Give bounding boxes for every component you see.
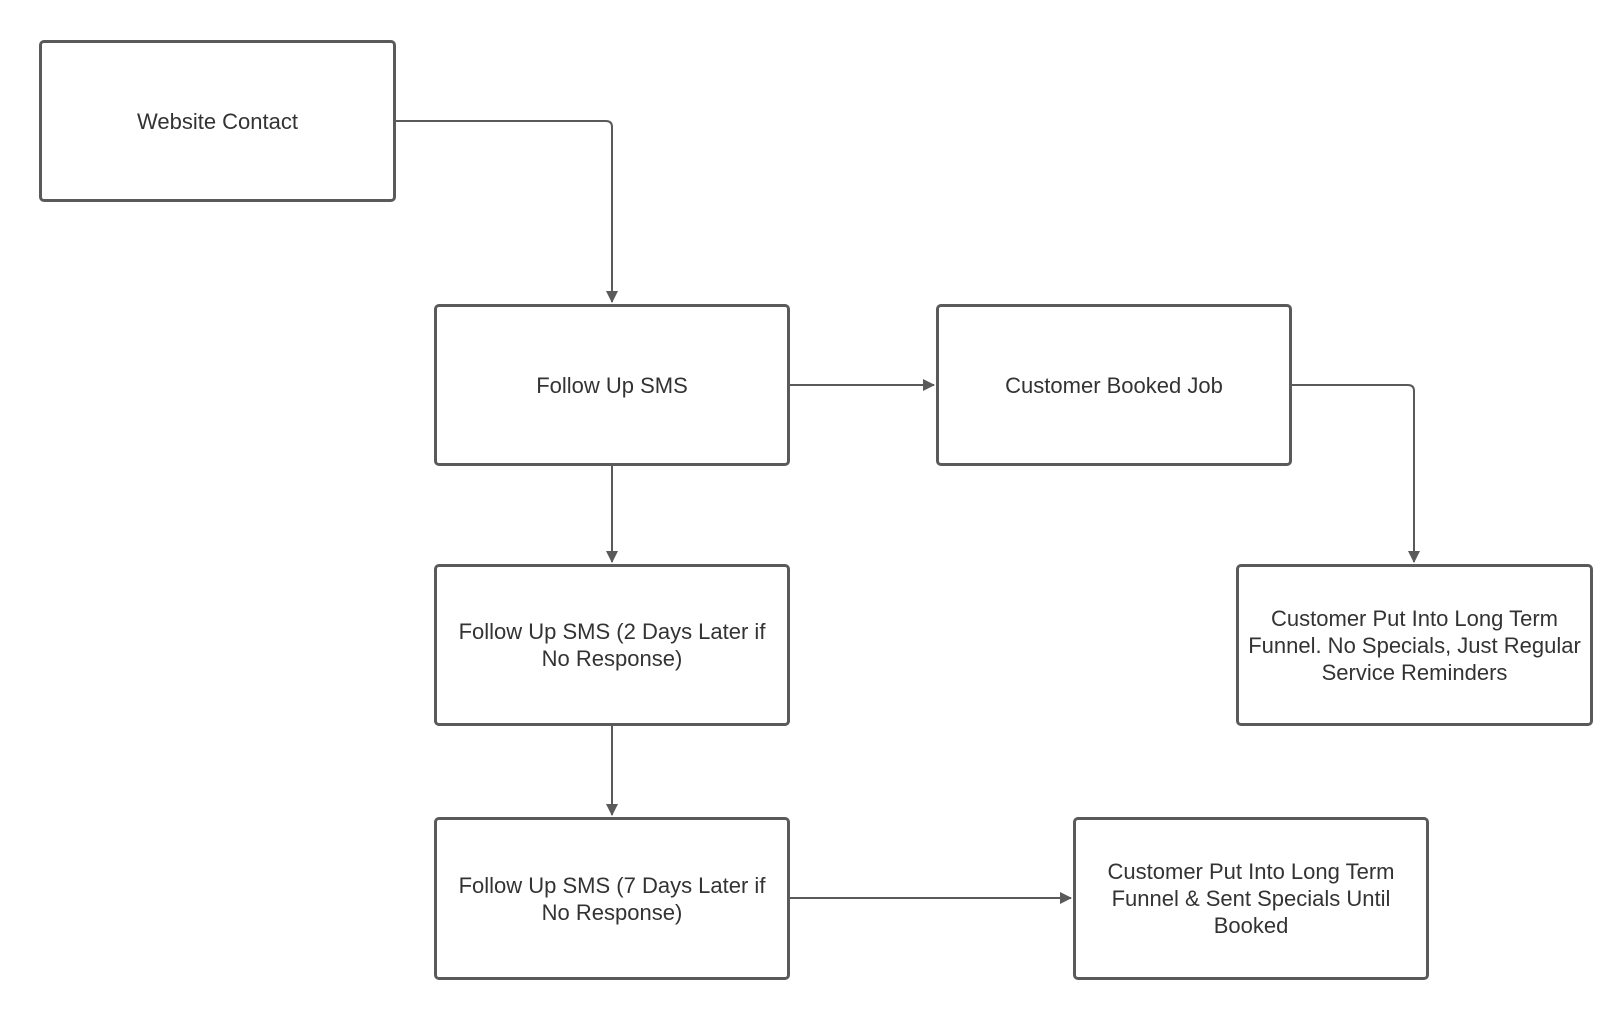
node-long-term-funnel-specials-label: Customer Put Into Long Term Funnel & Sen… (1107, 859, 1395, 938)
edge-customer-booked-job-to-long-term-funnel-reminders (1292, 384, 1420, 563)
node-long-term-funnel-reminders-label: Customer Put Into Long Term Funnel. No S… (1248, 605, 1581, 685)
node-follow-up-sms-7-days-label: Follow Up SMS (7 Days Later if No Respon… (458, 872, 766, 925)
edge-website-contact-to-follow-up-sms (396, 120, 618, 303)
node-follow-up-sms-2-days[interactable]: Follow Up SMS (2 Days Later if No Respon… (434, 564, 790, 726)
node-customer-booked-job-label: Customer Booked Job (1005, 372, 1223, 398)
node-long-term-funnel-specials[interactable]: Customer Put Into Long Term Funnel & Sen… (1073, 817, 1429, 980)
node-website-contact[interactable]: Website Contact (39, 40, 396, 202)
node-customer-booked-job[interactable]: Customer Booked Job (936, 304, 1292, 466)
node-long-term-funnel-reminders[interactable]: Customer Put Into Long Term Funnel. No S… (1236, 564, 1593, 726)
node-follow-up-sms[interactable]: Follow Up SMS (434, 304, 790, 466)
node-follow-up-sms-7-days[interactable]: Follow Up SMS (7 Days Later if No Respon… (434, 817, 790, 980)
node-website-contact-label: Website Contact (136, 108, 298, 134)
node-follow-up-sms-2-days-label: Follow Up SMS (2 Days Later if No Respon… (458, 619, 766, 671)
node-follow-up-sms-label: Follow Up SMS (536, 372, 688, 398)
